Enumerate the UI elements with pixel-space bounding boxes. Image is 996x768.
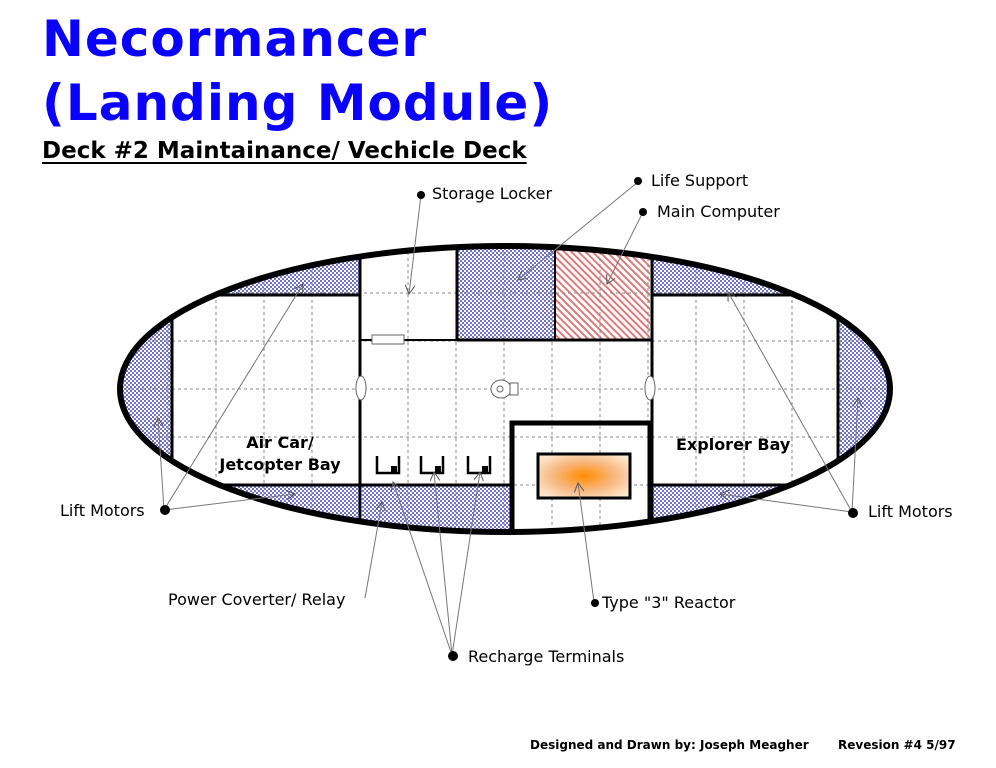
storage-locker-door xyxy=(371,334,405,345)
deck-subtitle: Deck #2 Maintainance/ Vechicle Deck xyxy=(42,138,527,164)
life-support-area xyxy=(457,246,555,340)
power-converter-label: Power Coverter/ Relay xyxy=(168,590,346,609)
designer-credit: Designed and Drawn by: Joseph Meagher xyxy=(530,738,809,752)
air-car-bay-label: Air Car/ Jetcopter Bay xyxy=(212,432,348,476)
reactor-label: Type "3" Reactor xyxy=(602,593,736,612)
air-car-bay-label-line-1: Air Car/ xyxy=(246,433,314,452)
life-support-label: Life Support xyxy=(651,171,749,190)
hatch-right xyxy=(644,375,656,401)
explorer-bay-label: Explorer Bay xyxy=(676,435,791,454)
lift-motors-right-label: Lift Motors xyxy=(868,502,953,521)
hatch-left xyxy=(355,375,367,401)
lift-motors-left-label: Lift Motors xyxy=(60,501,145,520)
toilet-icon xyxy=(490,379,519,399)
title-line-1: Necormancer xyxy=(42,10,428,68)
revision-note: Revesion #4 5/97 xyxy=(838,738,956,752)
callout-bullets xyxy=(160,177,858,661)
reactor-core xyxy=(536,452,632,500)
air-car-bay-label-line-2: Jetcopter Bay xyxy=(219,455,341,474)
storage-locker-label: Storage Locker xyxy=(432,184,553,203)
callout-leader-lines xyxy=(158,181,858,656)
title-line-2: (Landing Module) xyxy=(42,74,554,132)
main-computer-label: Main Computer xyxy=(657,202,780,221)
hull-outline xyxy=(117,243,893,535)
recharge-terminals-label: Recharge Terminals xyxy=(468,647,625,666)
